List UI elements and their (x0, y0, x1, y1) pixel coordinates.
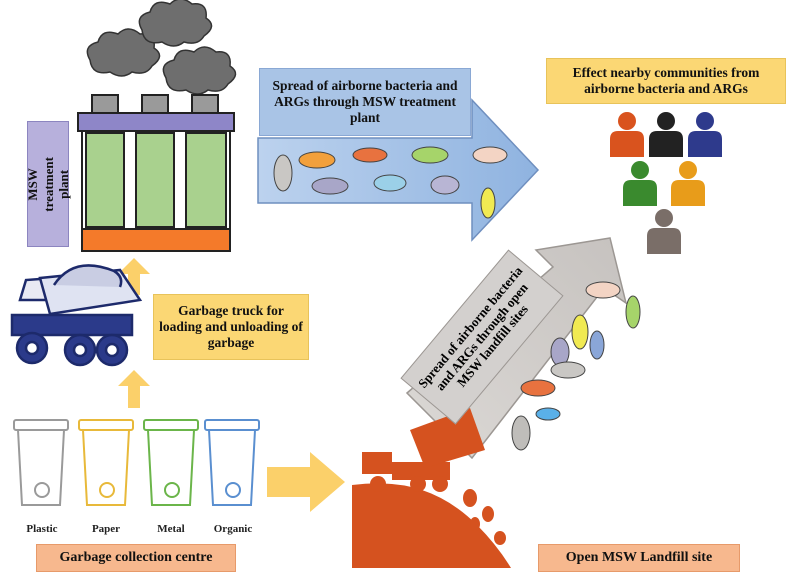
effect-communities-label-text: Effect nearby communities from airborne … (572, 65, 760, 96)
people-group (610, 112, 722, 254)
bin-label-organic: Organic (213, 523, 253, 535)
landfill-site-label: Open MSW Landfill site (538, 544, 740, 572)
smoke-clouds (86, 0, 237, 95)
msw-plant-label-text: MSW treatment plant (24, 156, 71, 212)
collection-centre-label-text: Garbage collection centre (59, 549, 213, 565)
landfill-site-label-text: Open MSW Landfill site (565, 549, 713, 565)
collection-centre-label: Garbage collection centre (36, 544, 236, 572)
msw-treatment-plant (77, 94, 235, 252)
bacteria-landfill-group (511, 281, 641, 451)
truck-label-text: Garbage truck for loading and unloading … (159, 303, 303, 350)
bin-label-paper: Paper (91, 523, 121, 535)
plant-spread-arrow (257, 98, 540, 242)
plant-spread-label: Spread of airborne bacteria and ARGs thr… (259, 68, 471, 136)
effect-communities-label: Effect nearby communities from airborne … (546, 58, 786, 104)
truck-label: Garbage truck for loading and unloading … (153, 294, 309, 360)
landfill-site (352, 408, 511, 568)
bin-label-plastic: Plastic (26, 523, 58, 535)
bin-label-metal: Metal (157, 523, 185, 535)
plant-spread-label-text: Spread of airborne bacteria and ARGs thr… (272, 78, 458, 125)
bins-group (13, 419, 260, 506)
bacteria-plant-group (273, 146, 508, 219)
right-arrow-icon (267, 452, 345, 512)
dump-truck-icon (10, 264, 143, 367)
up-arrow-icons (118, 258, 150, 408)
msw-plant-label: MSW treatment plant (24, 121, 71, 247)
